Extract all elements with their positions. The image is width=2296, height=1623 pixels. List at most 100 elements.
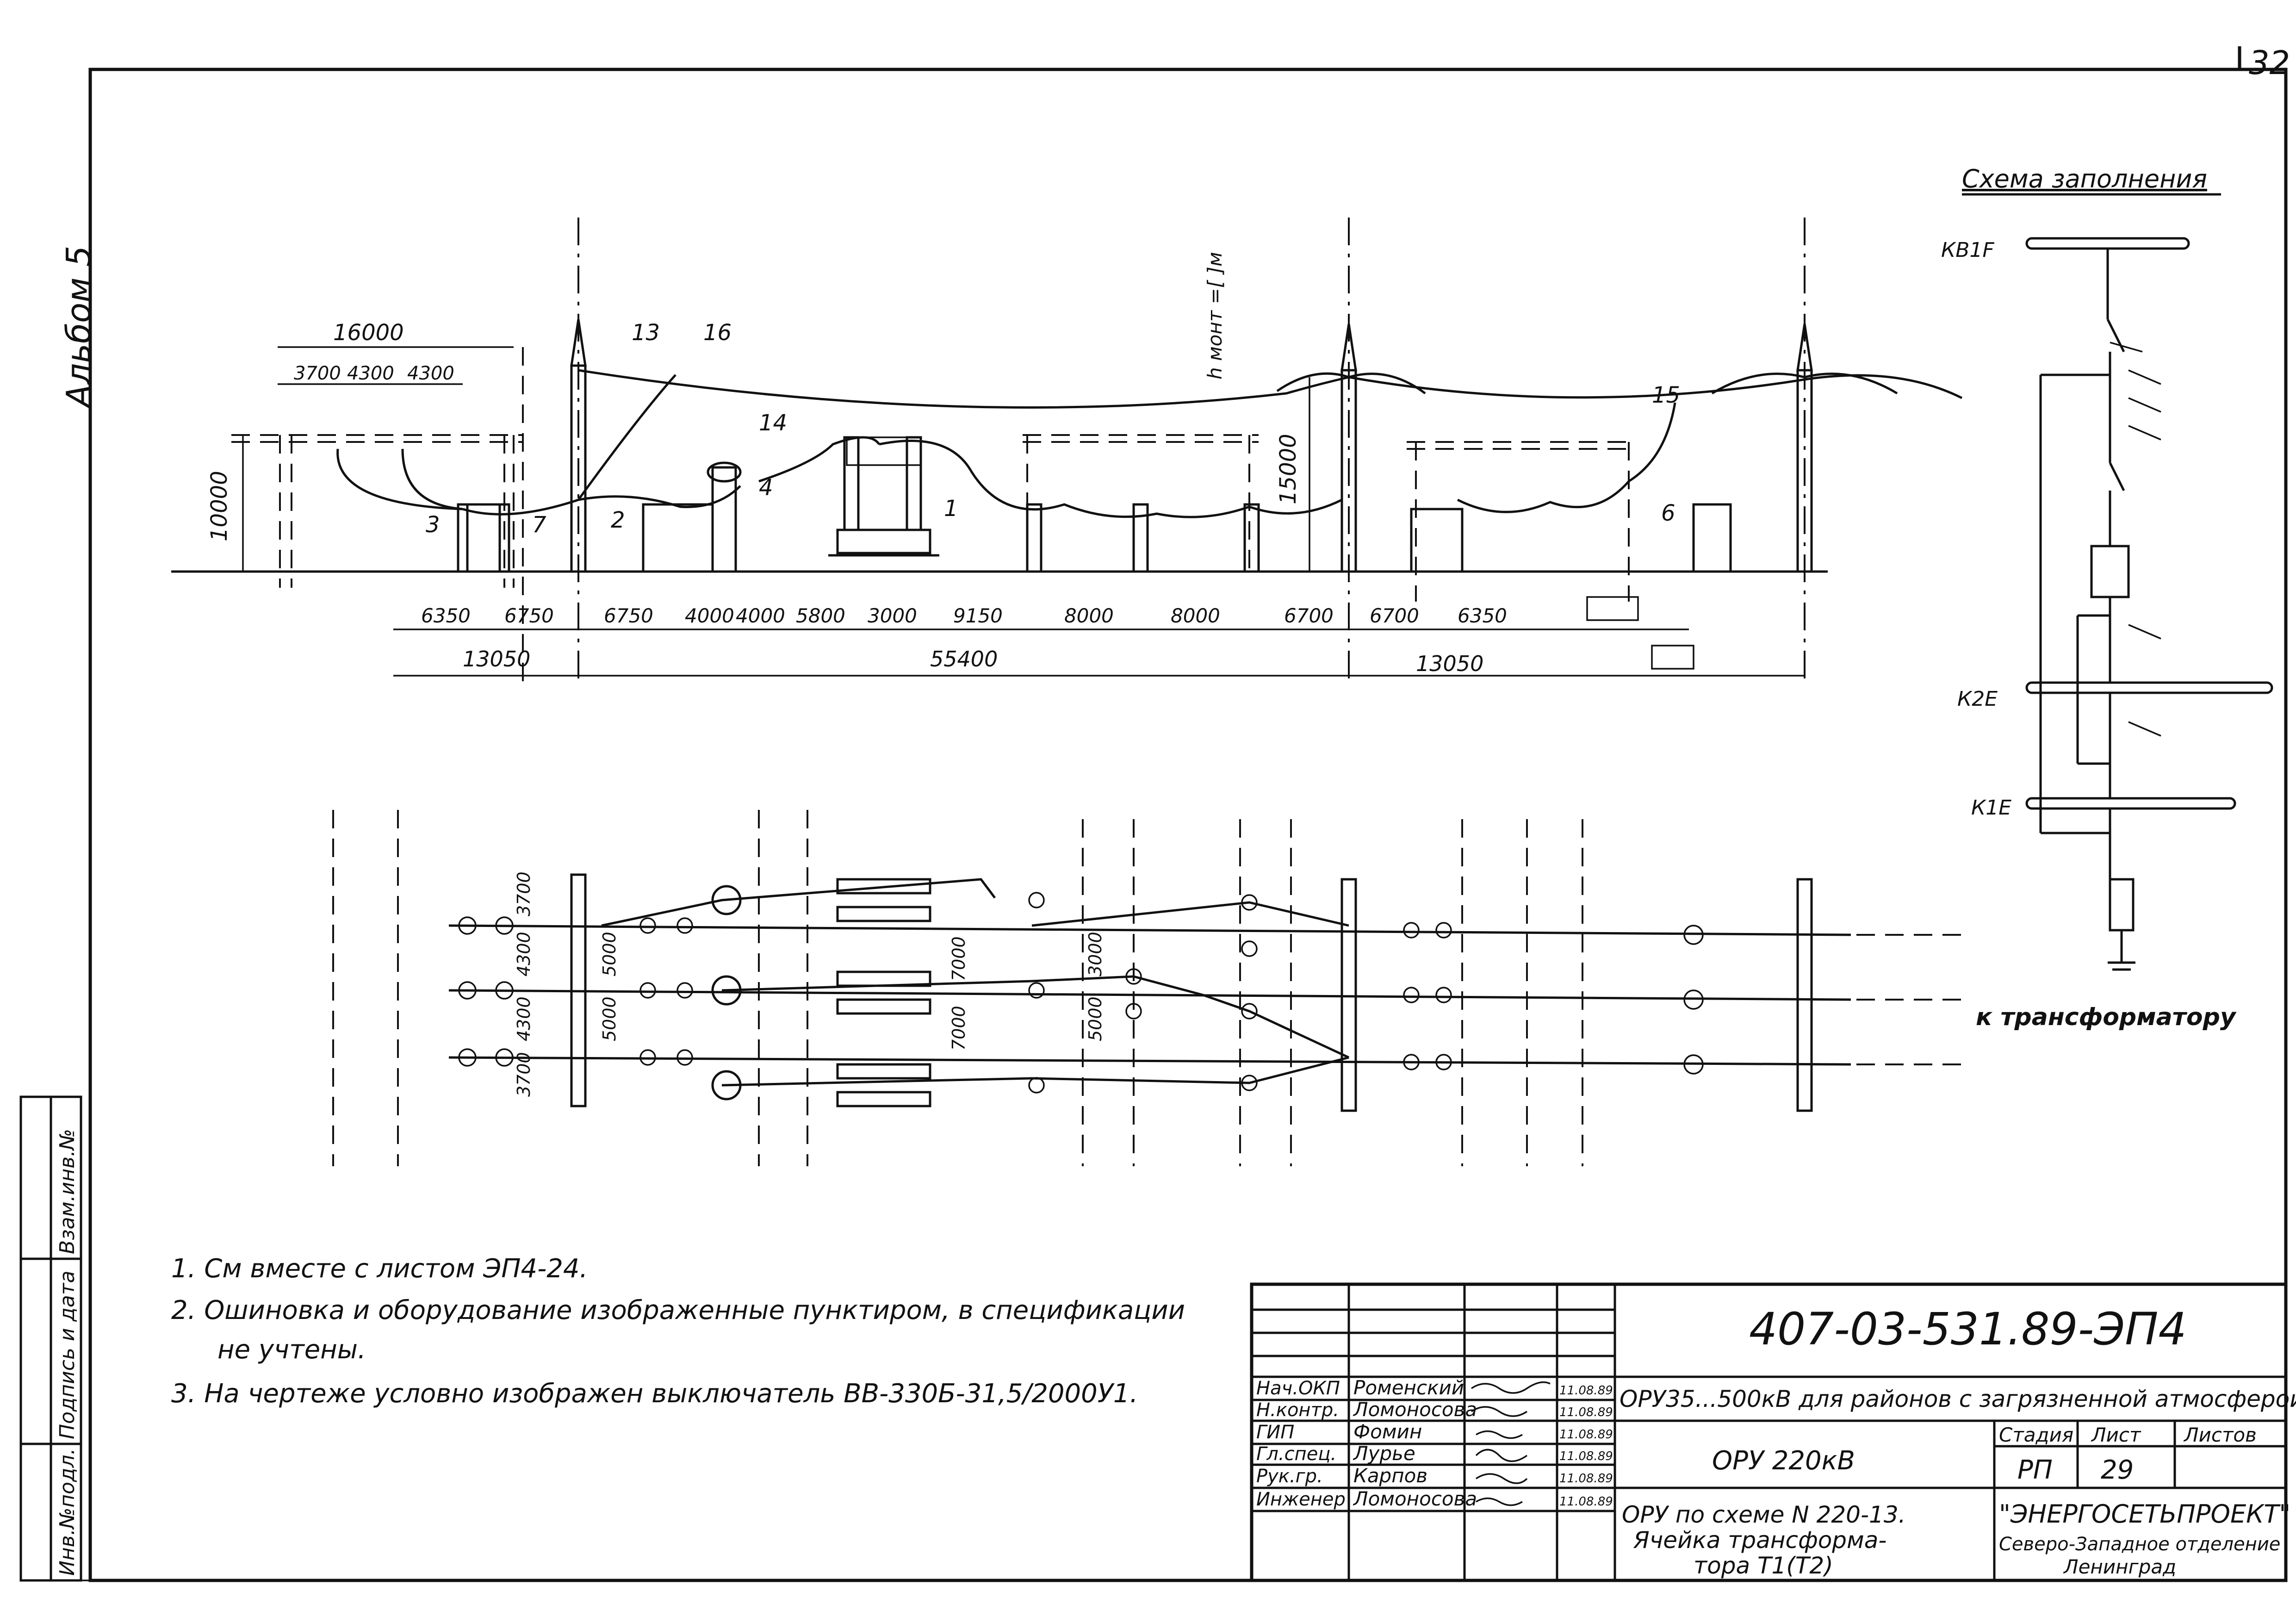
dim-4300a: 4300 [347, 363, 394, 384]
dim-6700b: 6700 [1370, 604, 1419, 627]
dim-5800: 5800 [796, 604, 845, 627]
project-name: ОРУ35...500кВ для районов с загрязненной… [1620, 1386, 2296, 1412]
title-block: 407-03-531.89-ЭП4 ОРУ35...500кВ для райо… [1250, 1282, 2296, 1582]
page-number: 32 [2249, 44, 2290, 82]
plan-dim-5000a: 5000 [599, 932, 620, 976]
sheet-value: 29 [2101, 1455, 2134, 1485]
item-1: 1 [944, 496, 958, 522]
dim-13050b: 13050 [1416, 651, 1483, 676]
dim-6700a: 6700 [1284, 604, 1334, 627]
h-mont-label: h монт =[ ]м [1204, 252, 1226, 379]
scheme-label-k2e: К2Е [1957, 687, 1998, 711]
item-13: 13 [632, 320, 660, 346]
album-label: Альбом 5 [59, 246, 98, 409]
org-branch: Северо-Западное отделение [1999, 1534, 2280, 1555]
note-1: 1. См вместе с листом ЭП4-24. [171, 1254, 588, 1284]
side-stamp: Инв.№подл. Подпись и дата Взам.инв.№ [19, 1095, 82, 1582]
note-2: 2. Ошиновка и оборудование изображенные … [171, 1295, 1185, 1325]
sheet-title-3: тора Т1(Т2) [1694, 1552, 1833, 1579]
to-transformer-label: к трансформатору [1976, 1003, 2237, 1031]
scheme-label-kb1f: КВ1F [1941, 238, 1994, 262]
org-name: "ЭНЕРГОСЕТЬПРОЕКТ" [1999, 1499, 2290, 1529]
name-4: Лурье [1353, 1442, 1415, 1465]
name-6: Ломоносова [1353, 1487, 1477, 1510]
plan-dim-7000a: 7000 [949, 936, 969, 981]
plan-view: 3700 4300 4300 3700 5000 5000 7000 7000 … [332, 810, 2237, 1166]
fill-scheme: Схема заполнения КВ1F К2Е К1Е [1941, 164, 2273, 971]
date-6: 11.08.89 [1559, 1495, 1613, 1509]
scheme-label-k1e: К1Е [1971, 796, 2011, 820]
date-1: 11.08.89 [1559, 1384, 1613, 1398]
object-name: ОРУ 220кВ [1712, 1446, 1855, 1476]
stage-header: Стадия [1999, 1424, 2073, 1446]
plan-dim-3700a: 3700 [514, 871, 534, 916]
stamp-inv-label: Инв.№подл. [56, 1448, 79, 1576]
role-6: Инженер [1256, 1489, 1346, 1510]
dim-8000b: 8000 [1171, 604, 1220, 627]
role-3: ГИП [1256, 1422, 1294, 1443]
dim-6750a: 6750 [504, 604, 554, 627]
note-3: 3. На чертеже условно изображен выключат… [171, 1379, 1138, 1409]
plan-dim-5000b: 5000 [599, 996, 620, 1041]
role-4: Гл.спец. [1256, 1443, 1336, 1465]
doc-code: 407-03-531.89-ЭП4 [1749, 1303, 2187, 1355]
dim-8000a: 8000 [1064, 604, 1114, 627]
plan-dim-7000b: 7000 [949, 1006, 969, 1051]
item-16: 16 [703, 320, 732, 346]
role-2: Н.контр. [1256, 1399, 1339, 1421]
sheet-frame [88, 68, 2288, 1582]
date-2: 11.08.89 [1559, 1405, 1613, 1419]
dim-6350b: 6350 [1458, 604, 1507, 627]
note-2-cont: не учтены. [217, 1335, 366, 1365]
name-1: Роменский [1353, 1376, 1464, 1399]
height-10000: 10000 [206, 471, 232, 541]
role-5: Рук.гр. [1256, 1466, 1323, 1487]
dim-9150: 9150 [953, 604, 1003, 627]
sheet-title-1: ОРУ по схеме N 220-13. [1622, 1501, 1906, 1528]
people-rows: Нач.ОКП Роменский 11.08.89 Н.контр. Ломо… [1256, 1376, 1613, 1510]
height-15000: 15000 [1275, 434, 1301, 504]
dim-16000: 16000 [333, 320, 404, 346]
item-7: 7 [532, 512, 546, 538]
plan-dim-3700b: 3700 [514, 1052, 534, 1097]
date-4: 11.08.89 [1559, 1449, 1613, 1463]
notes: 1. См вместе с листом ЭП4-24. 2. Ошиновк… [171, 1254, 1185, 1409]
dim-3700: 3700 [294, 363, 341, 384]
signatures [1471, 1381, 1551, 1506]
dims-row1: 6350 6750 6750 4000 4000 5800 3000 9150 … [421, 604, 1507, 627]
date-3: 11.08.89 [1559, 1428, 1613, 1442]
sheet-title-2: Ячейка трансформа- [1633, 1527, 1886, 1554]
item-4: 4 [759, 475, 773, 501]
dim-6350a: 6350 [421, 604, 471, 627]
dim-55400: 55400 [930, 647, 998, 672]
dim-3000: 3000 [868, 604, 917, 627]
date-5: 11.08.89 [1559, 1472, 1613, 1486]
name-5: Карпов [1353, 1464, 1427, 1487]
sheets-header: Листов [2183, 1424, 2257, 1446]
item-6: 6 [1661, 500, 1675, 526]
dim-13050a: 13050 [463, 647, 530, 672]
name-3: Фомин [1353, 1420, 1422, 1443]
plan-dim-4300a: 4300 [514, 932, 534, 976]
item-3: 3 [426, 512, 440, 538]
scheme-title: Схема заполнения [1962, 164, 2207, 193]
sheet-header: Лист [2091, 1424, 2141, 1446]
org-city: Ленинград [2063, 1555, 2176, 1578]
item-14: 14 [759, 410, 787, 436]
stamp-sign-label: Подпись и дата [56, 1271, 79, 1439]
dim-4000a: 4000 [685, 604, 734, 627]
plan-dim-4300b: 4300 [514, 996, 534, 1041]
dim-4000b: 4000 [736, 604, 785, 627]
stamp-replace-label: Взам.инв.№ [56, 1129, 79, 1254]
item-2: 2 [611, 507, 625, 533]
dims-row2: 13050 55400 13050 [463, 647, 1483, 676]
name-2: Ломоносова [1353, 1398, 1477, 1421]
stage-value: РП [2017, 1455, 2053, 1485]
dim-4300b: 4300 [407, 363, 454, 384]
plan-dim-3000: 3000 [1085, 932, 1105, 976]
item-15: 15 [1652, 382, 1680, 408]
dim-6750b: 6750 [604, 604, 653, 627]
section-view: 16000 3700 4300 4300 10000 15000 h монт … [171, 218, 1963, 685]
plan-dim-5000c: 5000 [1085, 996, 1105, 1041]
